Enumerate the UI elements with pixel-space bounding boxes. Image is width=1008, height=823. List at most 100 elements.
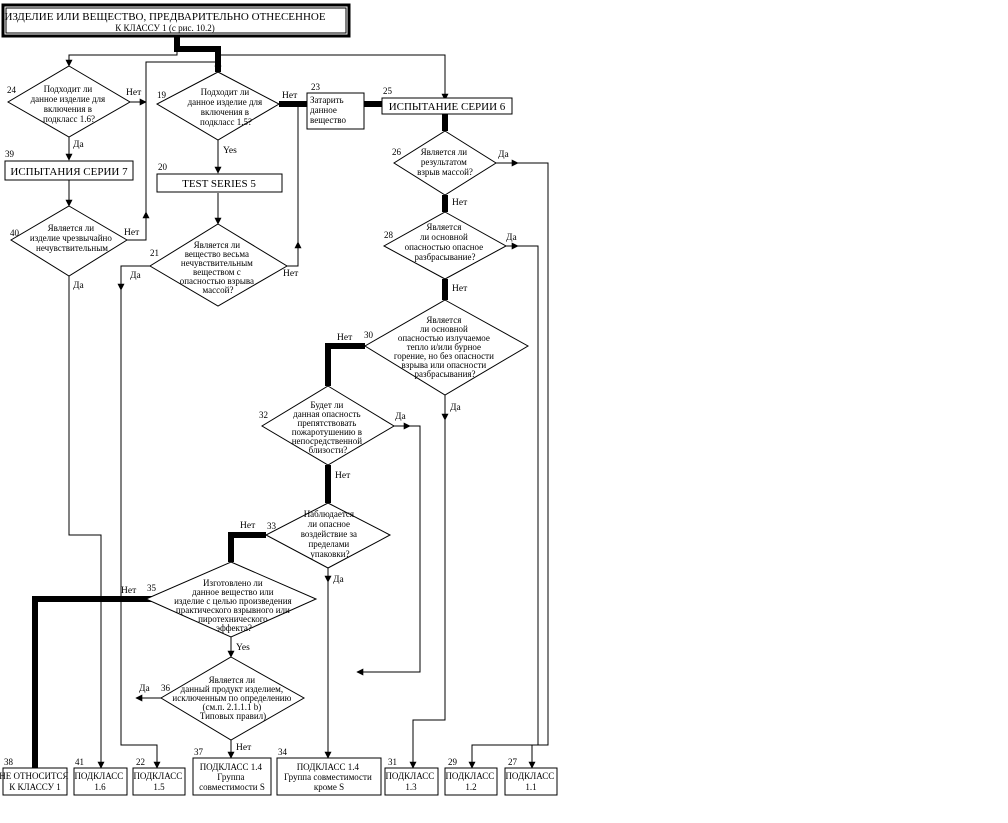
label-21-no: Нет [283,269,299,279]
node-number: 23 [311,82,321,92]
terminal-27: 27 ПОДКЛАСС 1.1 [504,757,558,796]
label-26-no: Нет [452,198,468,208]
decision-21: 21 Является ли вещество весьма нечувстви… [149,223,288,307]
flow-to-24 [65,49,178,67]
flow-21-yes-a [117,265,150,291]
label-36-no: Нет [236,743,252,753]
terminal-22: 22 ПОДКЛАСС 1.5 [132,757,186,796]
flow-40-no-loop [145,61,218,228]
terminal-text: ПОДКЛАСС 1.1 [505,771,556,792]
decision-33: 33 Наблюдается ли опасное воздействие за… [264,502,392,569]
flow-30-no [325,343,365,386]
node-number: 28 [384,230,394,240]
decision-19: 19 Подходит ли данное изделие для включе… [155,71,281,141]
label-26-yes: Да [498,150,509,160]
start-box-line1: ИЗДЕЛИЕ ИЛИ ВЕЩЕСТВО, ПРЕДВАРИТЕЛЬНО ОТН… [4,11,325,23]
node-number: 29 [448,757,458,767]
label-24-yes: Да [73,140,84,150]
terminal-text: НЕ ОТНОСИТСЯ К КЛАССУ 1 [0,771,71,792]
flow-start-to-19 [174,36,221,72]
diamond-text: Является ли основной опасностью опасное … [405,222,486,262]
flow-28-yes [468,245,539,769]
node-number: 24 [7,85,17,95]
label-30-no: Нет [337,333,353,343]
box-39: 39 ИСПЫТАНИЯ СЕРИИ 7 [4,149,134,181]
label-30-yes: Да [450,403,461,413]
node-number: 41 [75,757,84,767]
node-number: 36 [161,683,171,693]
decision-30: 30 Является ли основной опасностью излуч… [364,299,530,396]
diamond-text: Является ли изделие чрезвычайно нечувств… [30,223,114,253]
diamond-text: Является ли результатом взрыв массой? [417,147,473,177]
diamond-text: Подходит ли данное изделие для включения… [31,84,108,124]
label-35-yes: Yes [236,643,250,653]
box-25: 25 ИСПЫТАНИЕ СЕРИИ 6 [381,86,513,115]
box-39-label: ИСПЫТАНИЯ СЕРИИ 7 [10,166,128,178]
decision-24: 24 Подходит ли данное изделие для включе… [7,65,131,138]
node-number: 27 [508,757,518,767]
label-35-no: Нет [121,586,137,596]
diamond-text: Наблюдается ли опасное воздействие за пр… [301,509,360,559]
node-number: 31 [388,757,397,767]
label-40-yes: Да [73,281,84,291]
diamond-text: Будет ли данная опасность препятствовать… [292,400,365,455]
label-33-yes: Да [333,575,344,585]
flow-26-yes [518,162,549,769]
start-box: ИЗДЕЛИЕ ИЛИ ВЕЩЕСТВО, ПРЕДВАРИТЕЛЬНО ОТН… [1,3,351,38]
node-number: 21 [150,248,159,258]
terminal-text: ПОДКЛАСС 1.3 [385,771,436,792]
flow-33-no [228,532,266,562]
decision-26: 26 Является ли результатом взрыв массой? [392,130,497,196]
node-number: 33 [267,521,277,531]
box-23: 23 Затарить данное вещество [306,82,365,130]
terminal-text: ПОДКЛАСС 1.4 Группа совместимости кроме … [284,762,374,792]
label-24-no: Нет [126,88,142,98]
node-number: 38 [4,757,14,767]
node-number: 39 [5,149,15,159]
decision-36: 36 Является ли данный продукт изделием, … [160,656,306,741]
decision-28: 28 Является ли основной опасностью опасн… [382,211,508,280]
label-21-yes: Да [130,271,141,281]
flow-35-no [32,596,152,768]
box-20: 20 TEST SERIES 5 [156,162,283,193]
diamond-text: Изготовлено ли данное вещество или издел… [174,578,294,633]
box-25-label: ИСПЫТАНИЕ СЕРИИ 6 [389,101,506,113]
decision-40: 40 Является ли изделие чрезвычайно нечув… [10,205,128,277]
node-number: 34 [278,747,288,757]
connectors [32,36,549,769]
box-20-label: TEST SERIES 5 [182,178,256,190]
diamond-text: Подходит ли данное изделие для включения… [188,87,265,127]
terminal-31: 31 ПОДКЛАСС 1.3 [384,757,439,796]
node-number: 19 [157,90,167,100]
label-36-yes: Да [139,684,150,694]
label-19-yes: Yes [223,146,237,156]
node-number: 30 [364,330,374,340]
label-33-no: Нет [240,521,256,531]
node-number: 35 [147,583,157,593]
box-text: Затарить данное вещество [310,95,346,125]
label-40-no: Нет [124,228,140,238]
node-number: 22 [136,757,145,767]
label-28-no: Нет [452,284,468,294]
terminal-29: 29 ПОДКЛАСС 1.2 [444,757,498,796]
node-number: 25 [383,86,393,96]
start-box-line2: К КЛАССУ 1 (с рис. 10.2) [115,23,214,33]
label-32-yes: Да [395,412,406,422]
terminal-text: ПОДКЛАСС 1.6 [74,771,125,792]
terminal-34: 34 ПОДКЛАСС 1.4 Группа совместимости кро… [276,747,382,796]
flow-40-yes [68,276,105,769]
flow-21-no [287,104,299,267]
terminal-41: 41 ПОДКЛАСС 1.6 [73,757,128,796]
node-number: 20 [158,162,168,172]
flow-32-yes [356,425,421,676]
node-number: 40 [10,228,20,238]
terminal-text: ПОДКЛАСС 1.5 [133,771,184,792]
decision-35: 35 Изготовлено ли данное вещество или из… [144,561,318,638]
decision-32: 32 Будет ли данная опасность препятствов… [259,385,395,466]
terminal-38: 38 НЕ ОТНОСИТСЯ К КЛАССУ 1 [0,757,71,796]
label-19-no: Нет [282,91,298,101]
flow-to-25 [217,49,449,101]
diamond-text: Является ли вещество весьма нечувствител… [180,240,257,295]
terminal-37: 37 ПОДКЛАСС 1.4 Группа совместимости S [192,747,272,796]
